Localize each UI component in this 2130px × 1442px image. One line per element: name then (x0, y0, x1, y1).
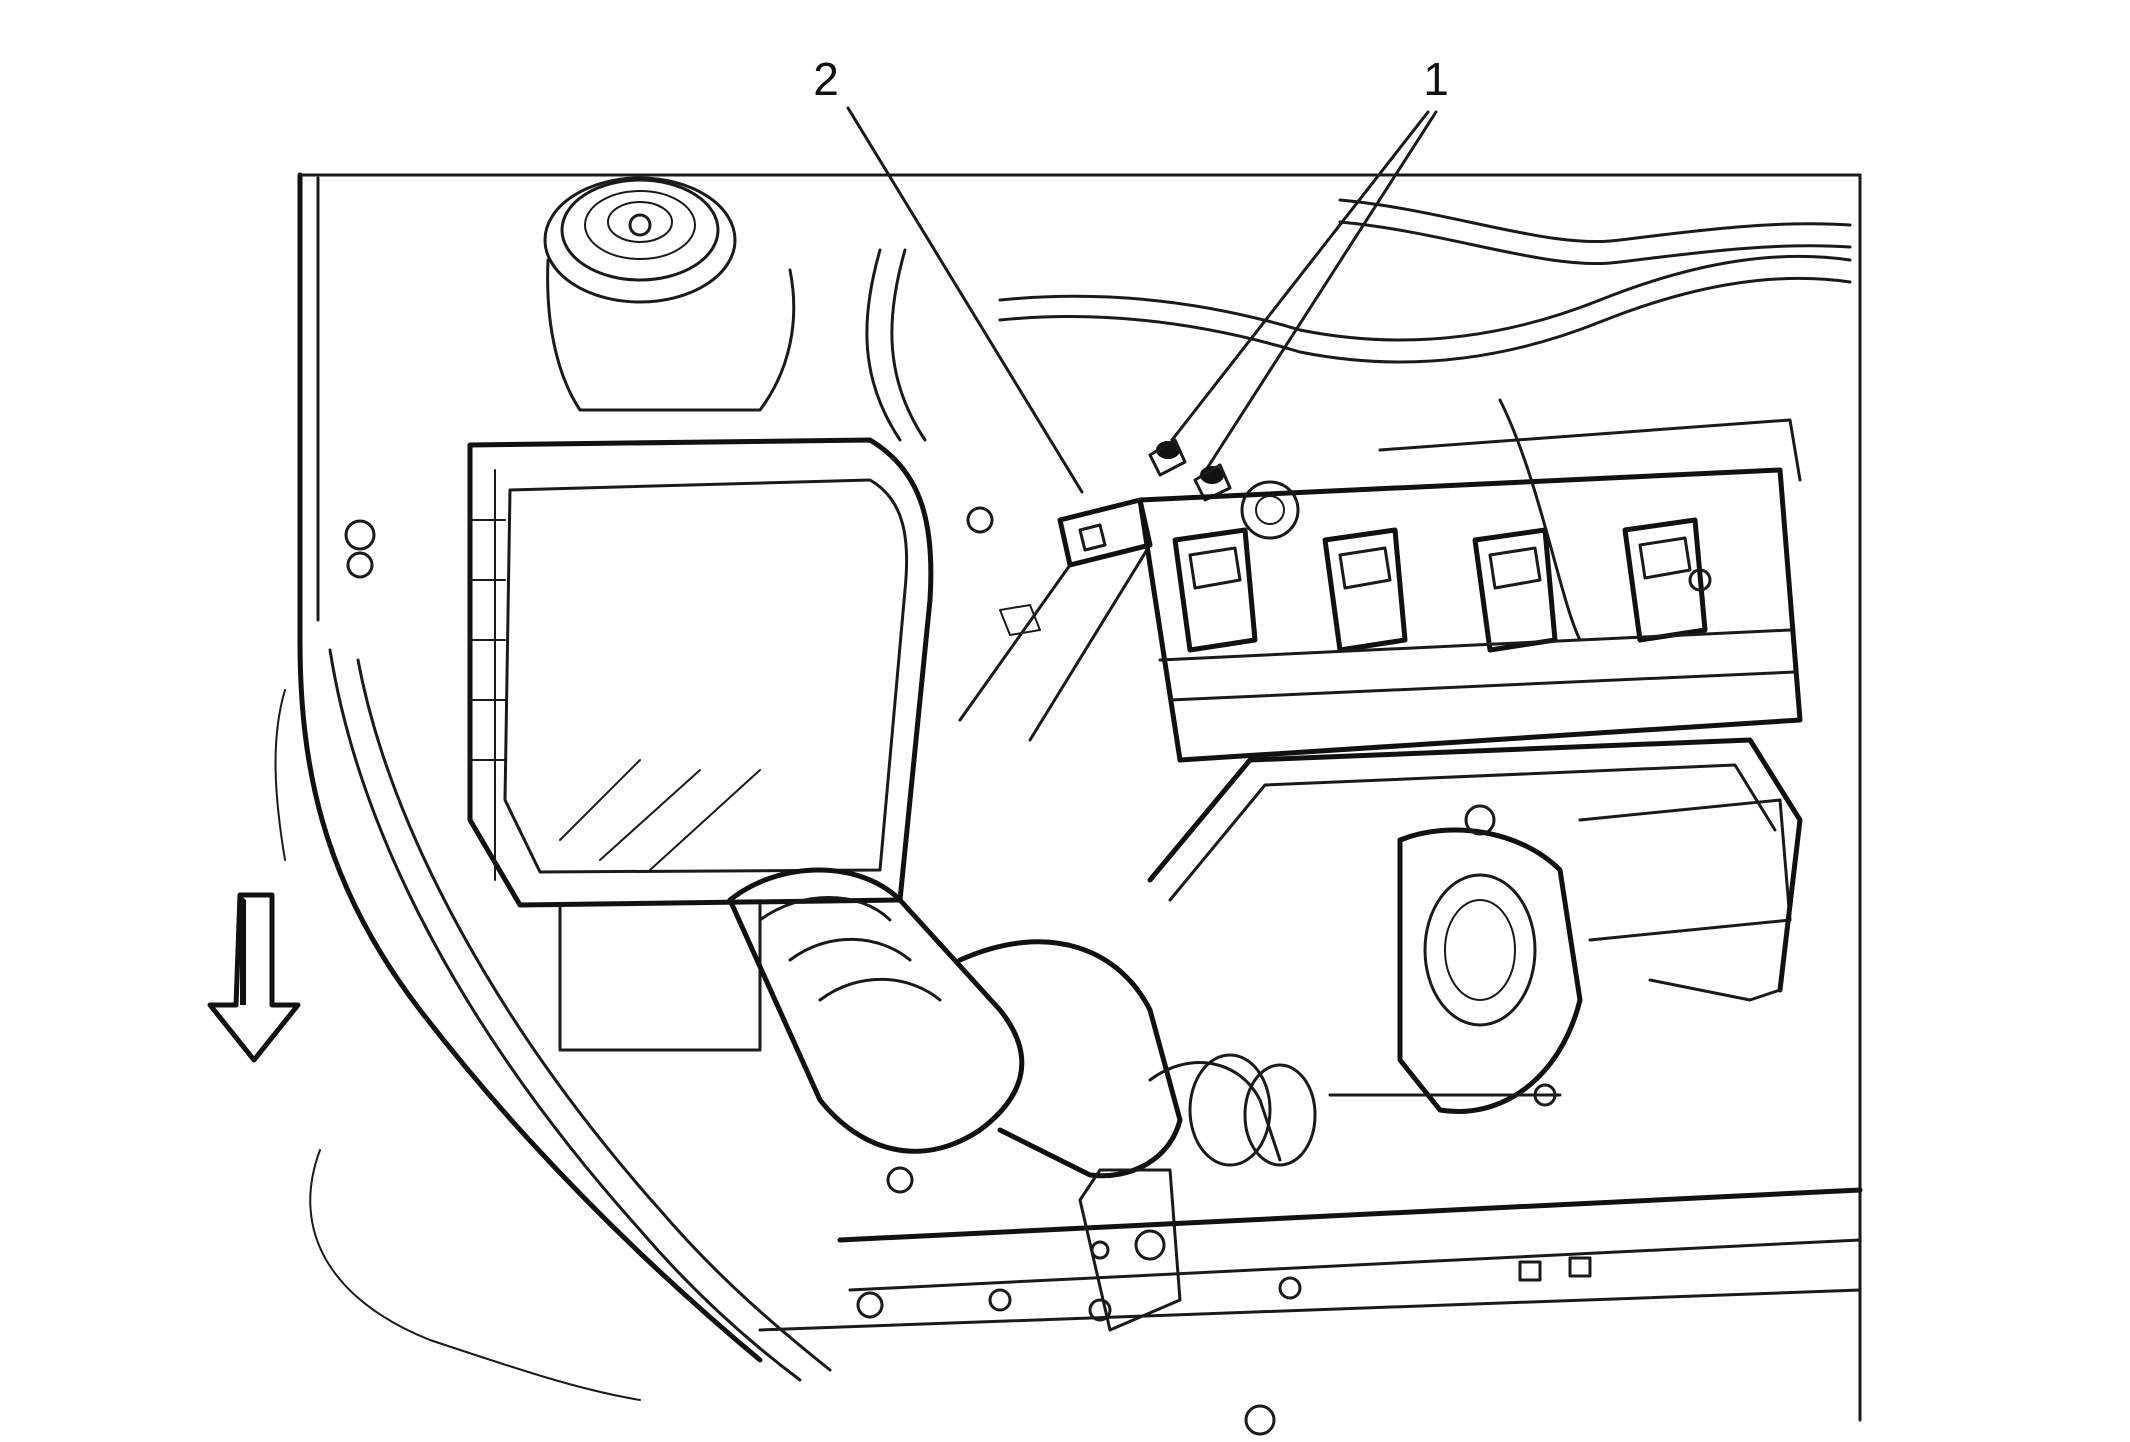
callout-1-leader-a (1170, 110, 1430, 442)
engine-bracket (1147, 737, 1803, 1002)
fender-outline (274, 172, 1862, 1422)
air-intake-duct (727, 867, 1317, 1179)
air-cleaner-housing (467, 437, 934, 1052)
callout-2-leader (846, 106, 1084, 494)
callout-label-2: 2 (813, 53, 839, 105)
arrow-down-icon (207, 892, 301, 1063)
harness-connector-2 (958, 497, 1153, 742)
strut-tower (543, 176, 796, 412)
callout-label-1: 1 (1423, 53, 1449, 105)
coolant-hoses (865, 198, 1852, 642)
turbocharger (1328, 798, 1792, 1114)
ignition-coils (1172, 517, 1708, 653)
connector-1 (1148, 438, 1232, 502)
callout-1-leader-b (1204, 110, 1438, 472)
callout-2: 2 (813, 53, 1084, 494)
fasteners (344, 506, 1712, 1436)
callout-1: 1 (1170, 53, 1449, 472)
radiator-support (758, 1168, 1863, 1332)
